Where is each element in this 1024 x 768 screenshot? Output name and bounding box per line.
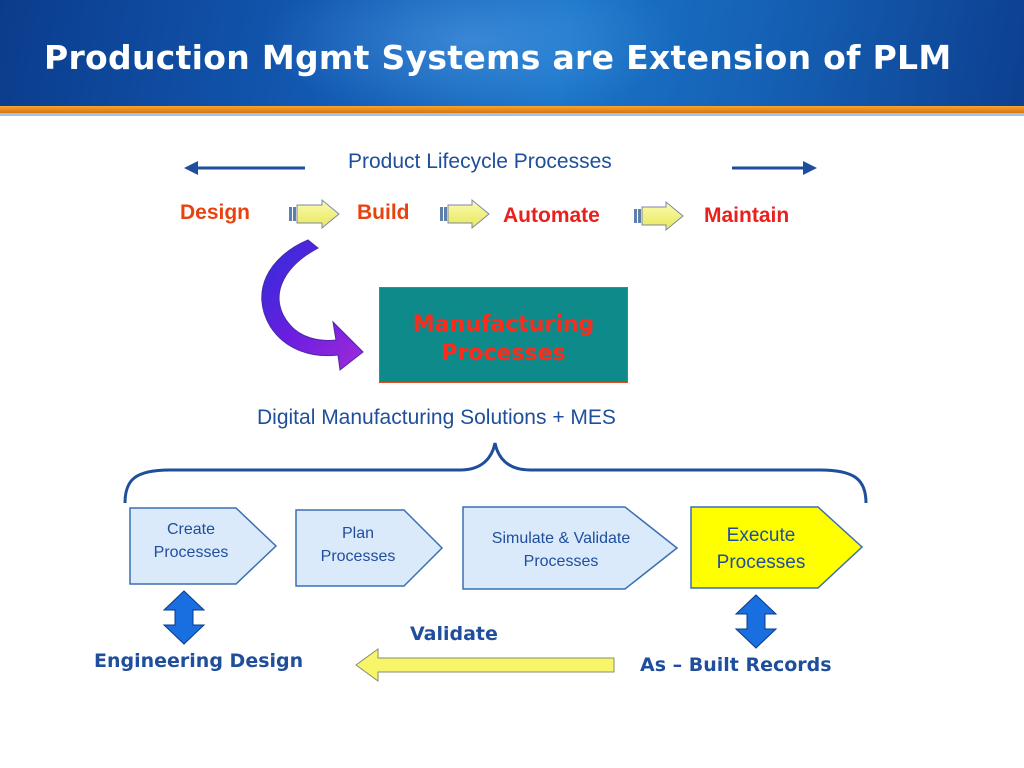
execute-processes-label: Execute Processes — [691, 522, 831, 576]
curly-brace — [123, 442, 868, 504]
stage-build: Build — [357, 201, 410, 224]
stage-arrow-1 — [289, 198, 340, 230]
create-line-2: Processes — [153, 544, 229, 561]
engineering-design-label: Engineering Design — [94, 650, 304, 672]
lifecycle-right-arrow — [732, 161, 817, 175]
curved-purple-arrow — [261, 239, 364, 371]
slide-title: Production Mgmt Systems are Extension of… — [44, 38, 952, 77]
stage-maintain: Maintain — [704, 204, 790, 227]
validate-label: Validate — [410, 623, 498, 645]
as-built-records-label: As – Built Records — [640, 654, 832, 676]
manufacturing-processes-box: Manufacturing Processes — [379, 287, 628, 383]
manufacturing-line-2: Processes — [441, 341, 566, 366]
stage-arrow-2 — [440, 198, 490, 230]
create-line-1: Create — [166, 521, 216, 538]
header-blue-stripe — [0, 113, 1024, 116]
lifecycle-heading: Product Lifecycle Processes — [348, 150, 612, 173]
slide-header — [0, 0, 1024, 106]
simulate-validate-label: Simulate & Validate Processes — [463, 527, 659, 573]
execute-line-1: Execute — [726, 525, 796, 546]
simulate-validate-shape — [462, 506, 679, 590]
plan-processes-shape — [295, 509, 444, 587]
simulate-line-2: Processes — [523, 553, 599, 570]
stage-design: Design — [180, 201, 251, 224]
execute-line-2: Processes — [716, 552, 806, 573]
simulate-line-1: Simulate & Validate — [491, 530, 631, 547]
plan-line-1: Plan — [341, 525, 375, 542]
plan-processes-label: Plan Processes — [296, 522, 420, 568]
header-orange-stripe — [0, 106, 1024, 113]
stage-automate: Automate — [503, 204, 600, 227]
lifecycle-left-arrow — [184, 161, 305, 175]
manufacturing-line-1: Manufacturing — [412, 312, 595, 337]
double-arrow-left — [162, 590, 206, 645]
create-processes-shape — [129, 507, 278, 585]
solutions-heading: Digital Manufacturing Solutions + MES — [257, 406, 616, 429]
execute-processes-shape — [690, 506, 864, 589]
stage-arrow-3 — [634, 200, 684, 232]
validate-arrow — [355, 648, 615, 682]
double-arrow-right — [734, 594, 778, 649]
plan-line-2: Processes — [320, 548, 396, 565]
manufacturing-processes-label: Manufacturing Processes — [380, 310, 627, 368]
create-processes-label: Create Processes — [130, 518, 252, 564]
